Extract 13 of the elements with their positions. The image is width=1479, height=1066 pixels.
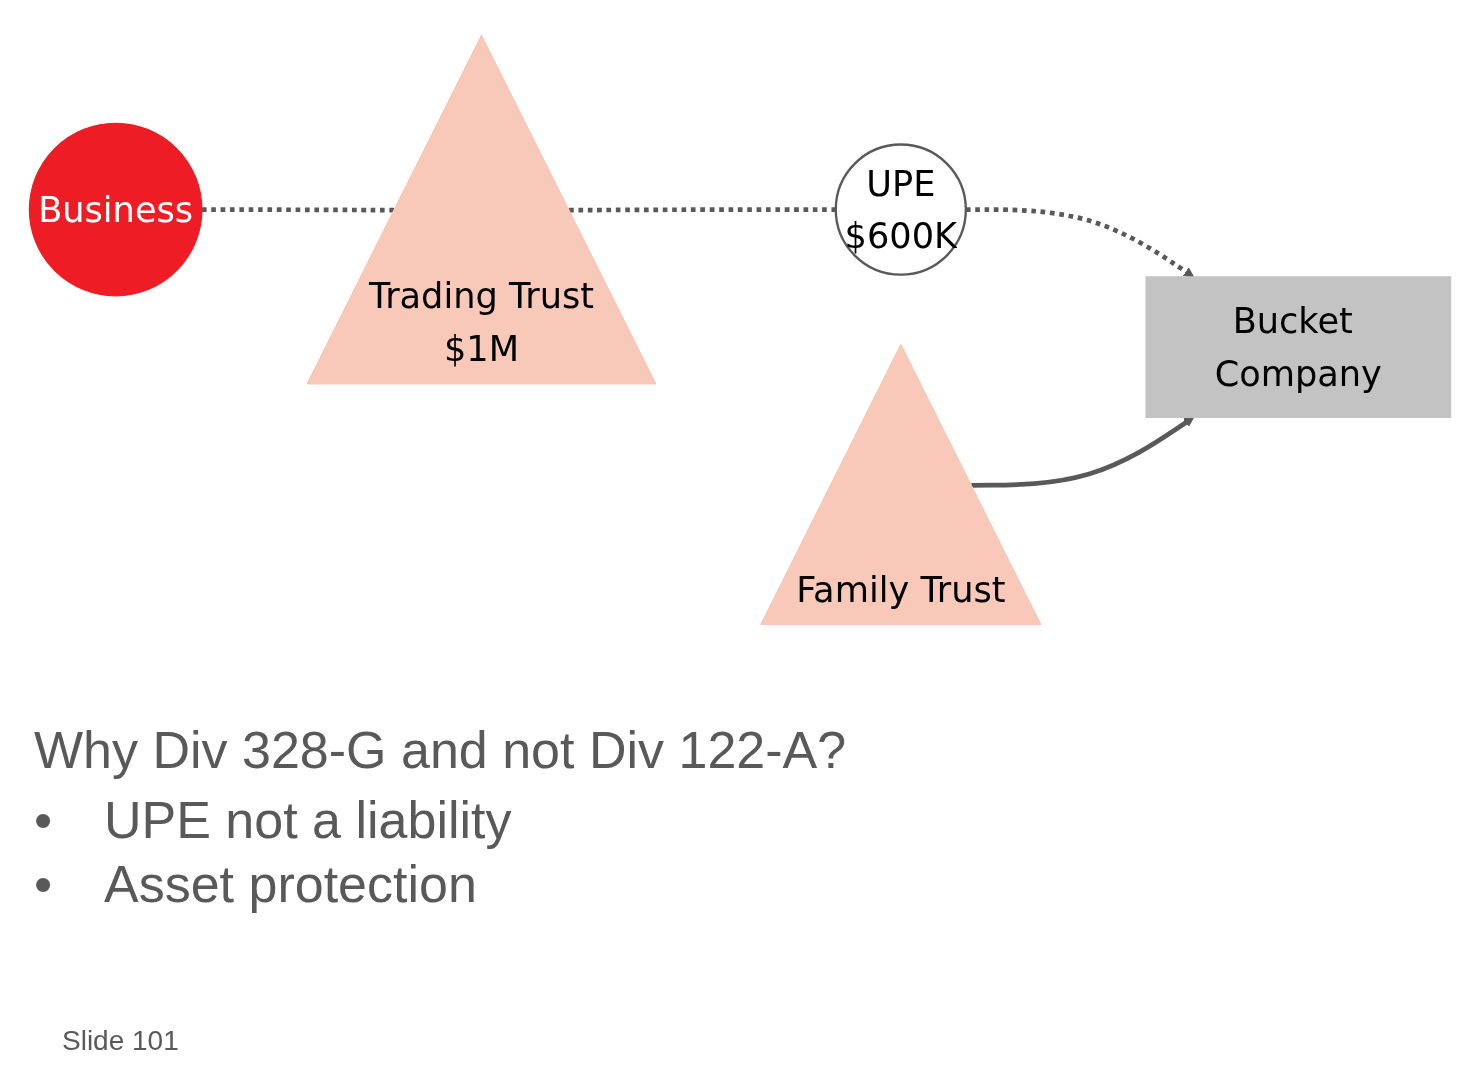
- bullet-text: Asset protection: [104, 855, 477, 913]
- slide-number: Slide 101: [62, 1025, 179, 1057]
- node-circle: Business: [28, 122, 203, 297]
- connector: [569, 207, 836, 213]
- node-circle: UPE $600K: [834, 143, 967, 276]
- arrow: [965, 207, 1195, 278]
- arrow: [971, 416, 1195, 488]
- bullet-marker: •: [34, 790, 54, 850]
- node-box: Bucket Company: [1145, 276, 1452, 418]
- bullet-text: UPE not a liability: [104, 791, 512, 849]
- question-text: Why Div 328-G and not Div 122-A?: [34, 720, 847, 780]
- bullet-marker: •: [34, 854, 54, 914]
- connector: [201, 207, 395, 213]
